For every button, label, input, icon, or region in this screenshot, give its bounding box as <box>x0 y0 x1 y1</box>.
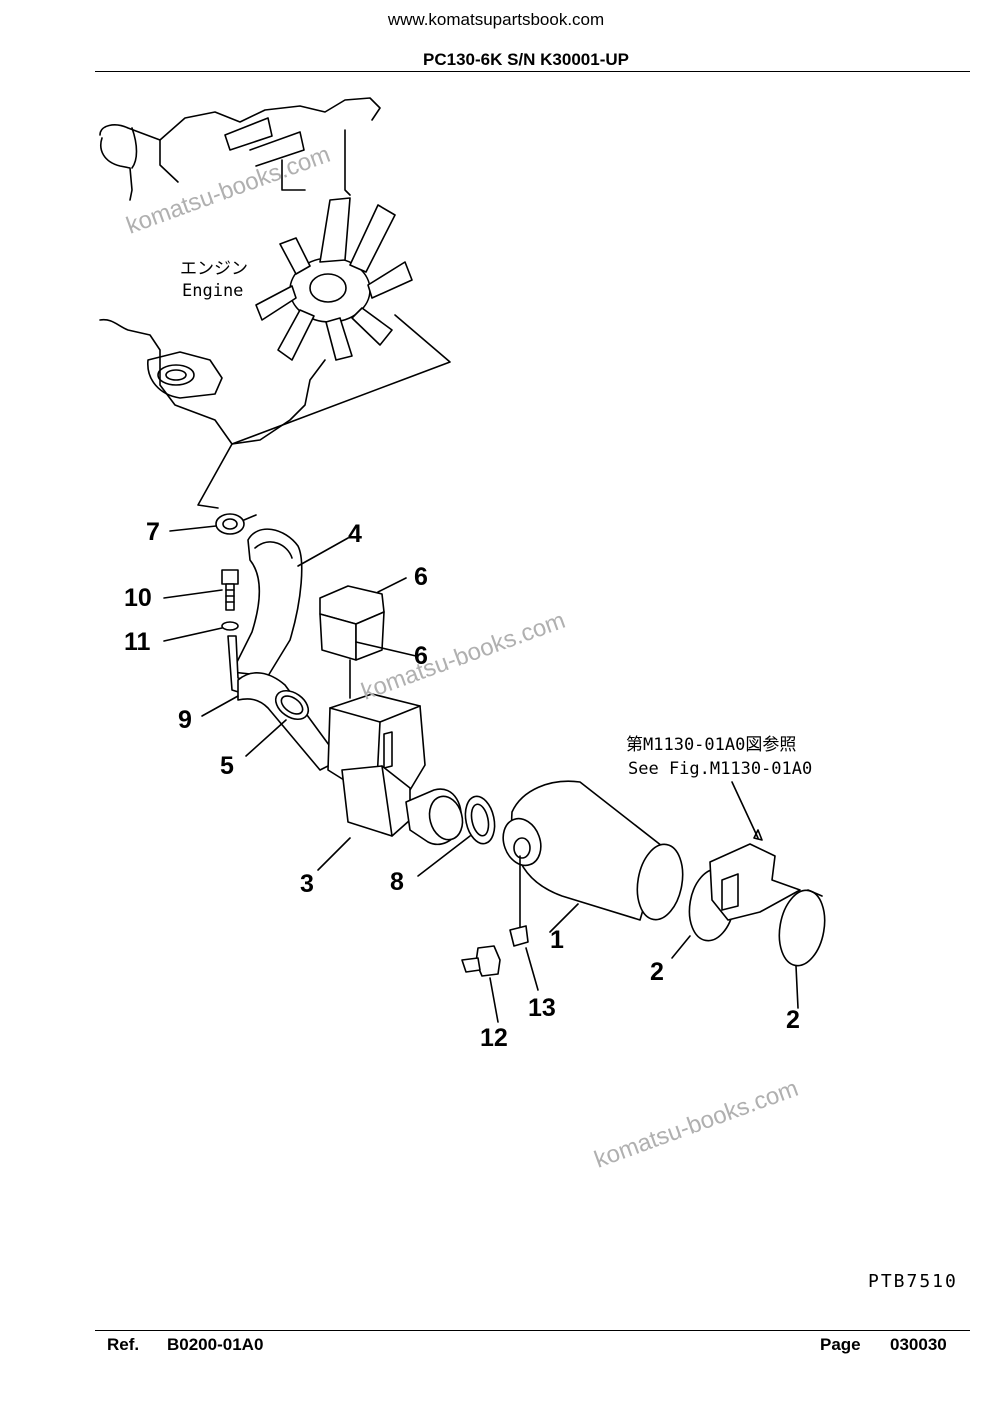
clamp-8 <box>464 795 496 845</box>
precleaner-3 <box>327 693 464 846</box>
callout-9: 9 <box>178 706 192 734</box>
callout-5: 5 <box>220 752 234 780</box>
ref-label: Ref. <box>107 1335 140 1354</box>
engine-outline <box>99 97 451 509</box>
band-2 <box>688 843 826 967</box>
watermark: komatsu-books.com <box>591 1075 802 1174</box>
page-number: 030030 <box>890 1335 947 1354</box>
see-fig-jp: 第M1130-01A0図参照 <box>626 735 796 755</box>
callout-6a: 6 <box>414 563 428 591</box>
see-fig-en: See Fig.M1130-01A0 <box>628 759 812 779</box>
clamp-7 <box>215 513 257 535</box>
callout-8: 8 <box>390 868 404 896</box>
footer-divider <box>95 1330 970 1331</box>
callout-2a: 2 <box>650 958 664 986</box>
callout-10: 10 <box>124 584 152 612</box>
callout-13: 13 <box>528 994 556 1022</box>
watermark: komatsu-books.com <box>358 607 569 706</box>
ref-code: B0200-01A0 <box>167 1335 264 1354</box>
callout-2b: 2 <box>786 1006 800 1034</box>
intake-hose <box>231 528 303 677</box>
header-divider <box>95 71 970 72</box>
bolt-10 <box>221 569 239 611</box>
air-cleaner-1 <box>502 780 684 929</box>
callout-4: 4 <box>348 520 362 548</box>
model-title: PC130-6K S/N K30001-UP <box>423 50 629 69</box>
page-label: Page <box>820 1335 861 1354</box>
vacuum-indicator-12 <box>461 945 501 977</box>
dust-indicator-6 <box>319 585 385 699</box>
callout-1: 1 <box>550 926 564 954</box>
callout-11: 11 <box>124 628 151 656</box>
callout-6b: 6 <box>414 642 428 670</box>
elbow-hose-5 <box>237 672 341 771</box>
engine-label-en: Engine <box>182 281 243 301</box>
fan-icon <box>255 197 413 361</box>
drawing-code: PTB7510 <box>868 1271 958 1292</box>
callout-7: 7 <box>146 518 160 546</box>
engine-label-jp: エンジン <box>180 259 248 279</box>
leader-lines <box>163 525 799 1023</box>
callout-12: 12 <box>480 1024 508 1052</box>
washer-11 <box>221 621 239 631</box>
site-url: www.komatsupartsbook.com <box>387 10 605 29</box>
callout-3: 3 <box>300 870 314 898</box>
adapter-13 <box>509 925 529 947</box>
